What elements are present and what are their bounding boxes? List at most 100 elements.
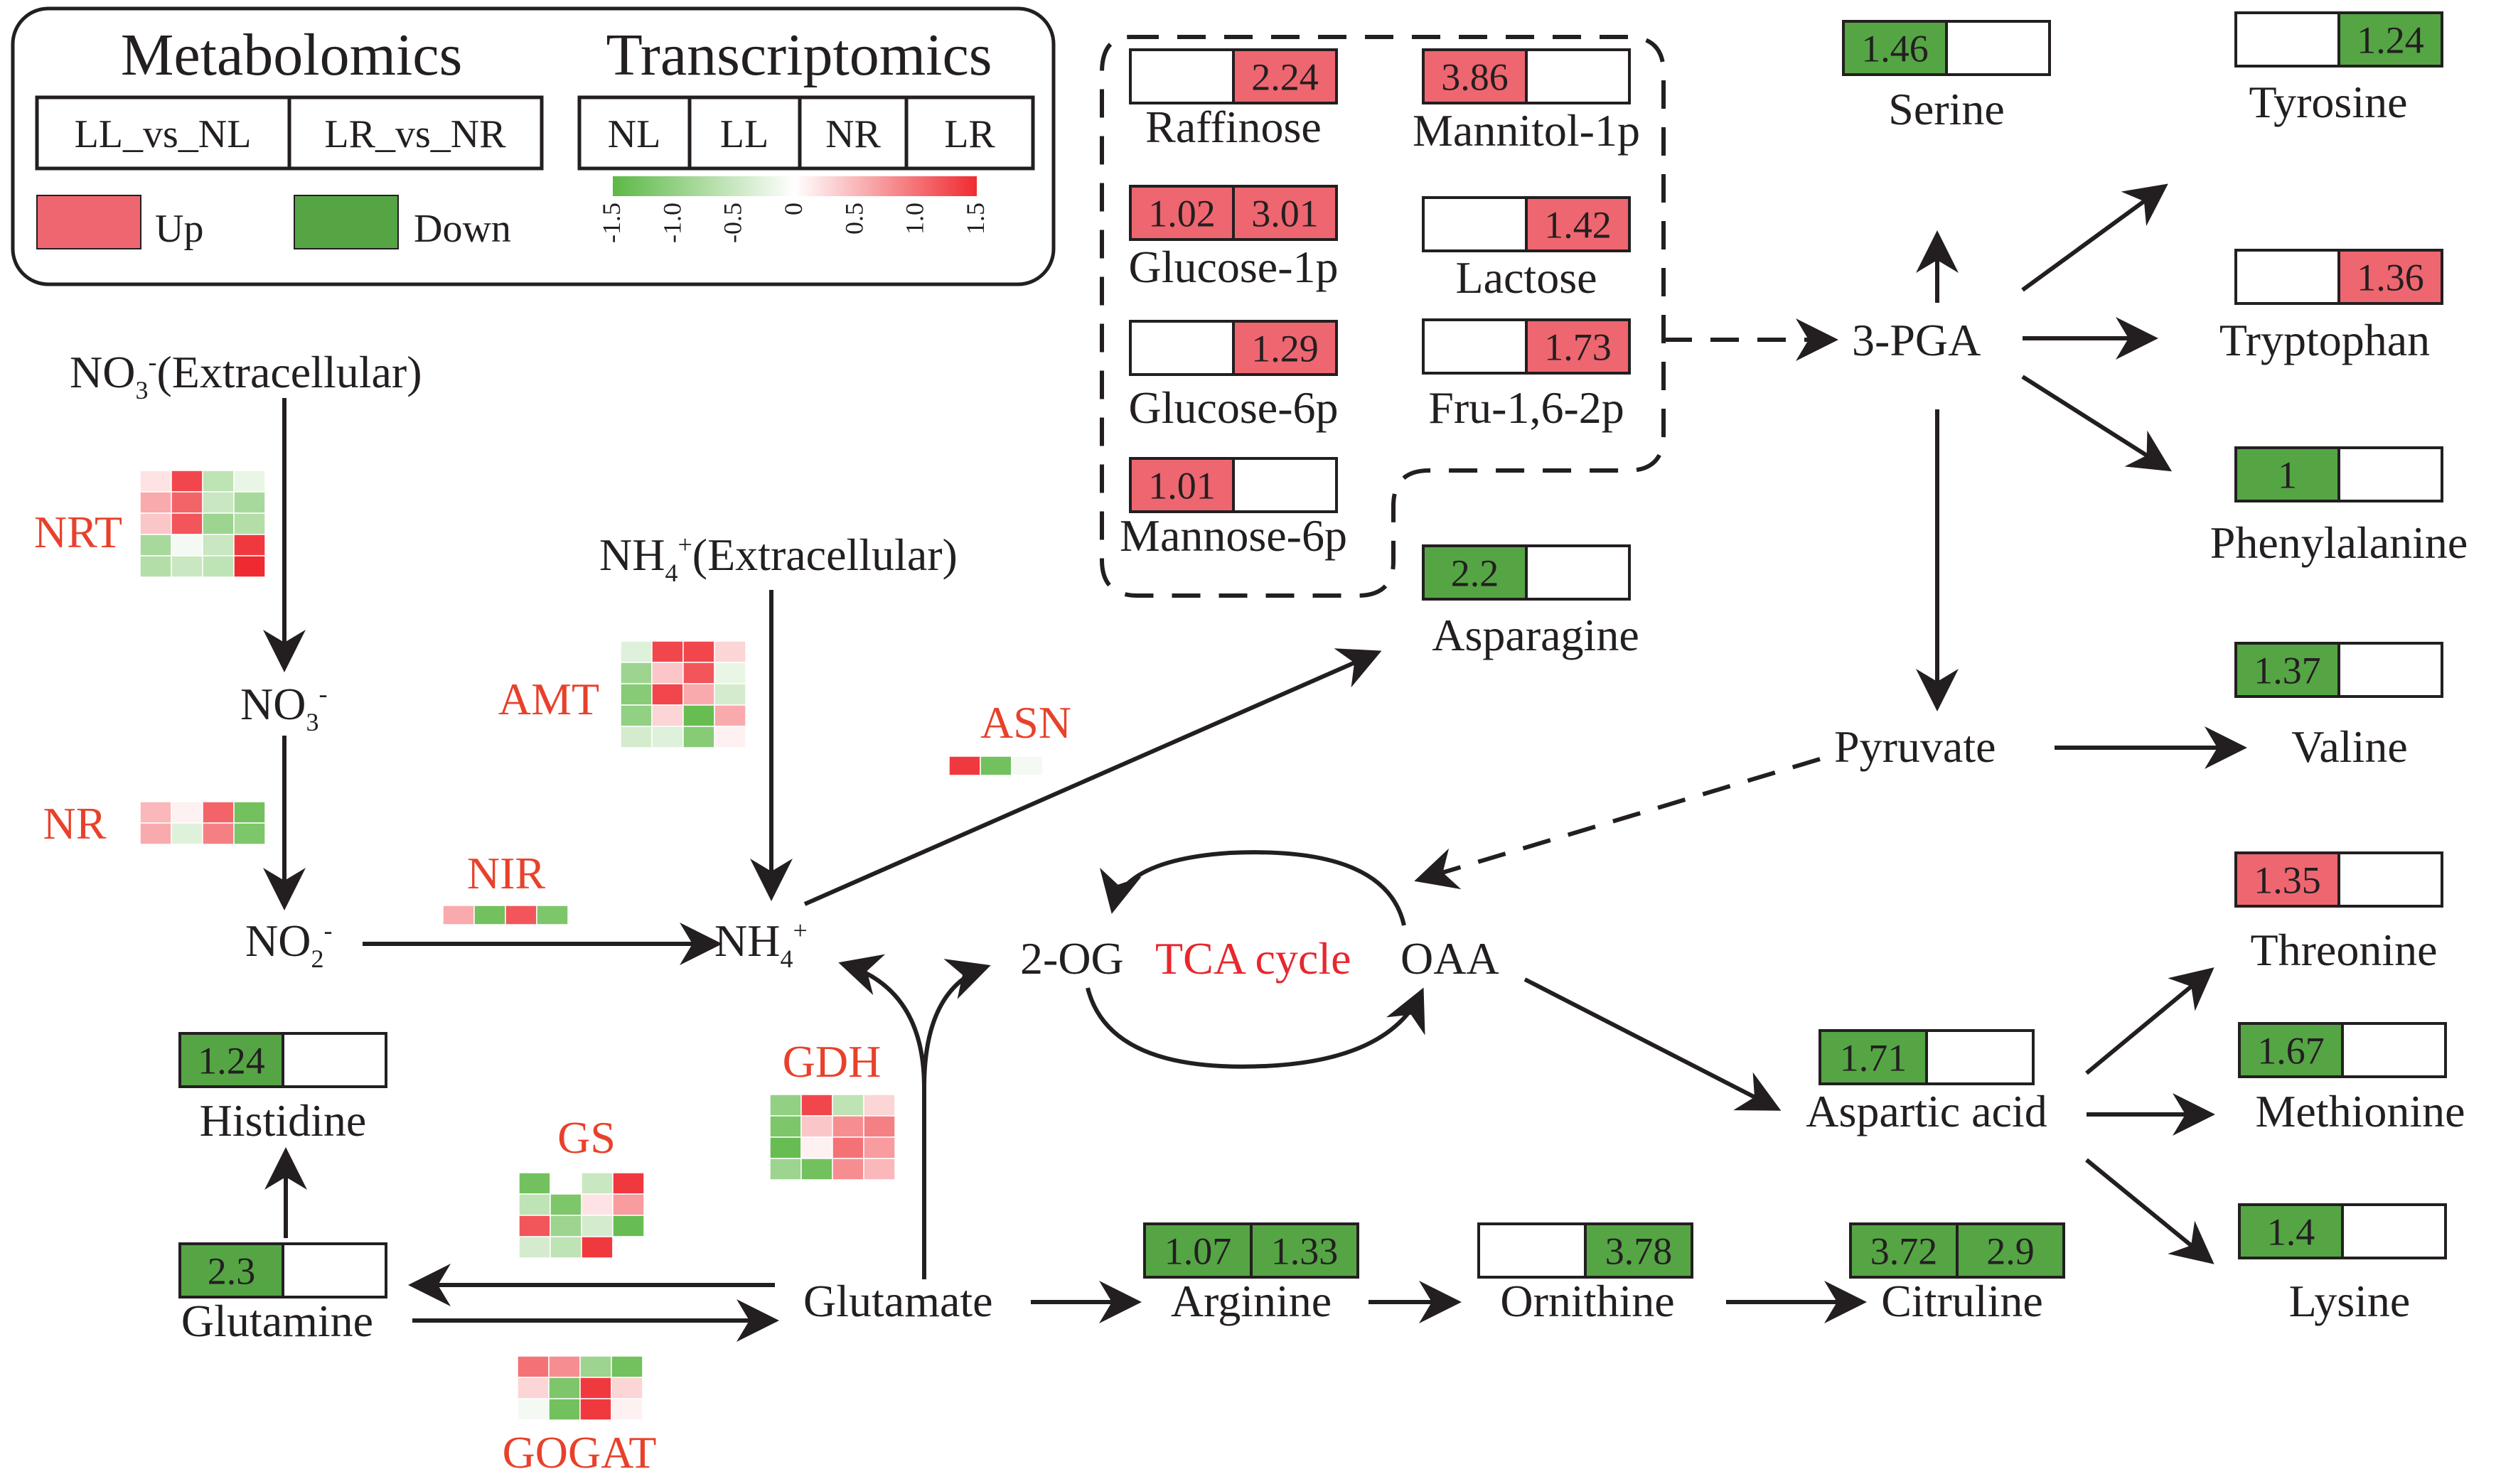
- heatmap-cell: [139, 534, 172, 556]
- heatmap-cell: [139, 801, 172, 824]
- metabolite-box-lr: [1232, 320, 1338, 376]
- metabolite-box-lr: [1250, 1222, 1359, 1279]
- metabolite-box-ll: [1129, 320, 1235, 376]
- metabolite-name: Ornithine: [1500, 1276, 1674, 1326]
- no3-extracellular-label: NO3-(Extracellular): [70, 347, 422, 404]
- fold-change-ll: 1.35: [2254, 859, 2321, 902]
- heatmap-cell: [682, 726, 715, 748]
- heatmap-cell: [612, 1236, 645, 1259]
- metabolite-box-ll: [2234, 11, 2340, 68]
- heatmap-cell: [620, 683, 653, 706]
- heatmap-cell: [171, 822, 203, 845]
- fold-change-lr: 1.42: [1544, 204, 1612, 247]
- heatmap-cell: [620, 640, 653, 663]
- fold-change-lr: 1.24: [2357, 19, 2424, 62]
- fold-change-lr: 3.01: [1251, 193, 1319, 235]
- fold-change-lr: 2.9: [1986, 1230, 2035, 1273]
- heatmap-cell: [651, 662, 684, 684]
- down-label: Down: [414, 207, 511, 251]
- heatmap-cell: [550, 1172, 582, 1195]
- dashed-paths: [1100, 35, 1838, 890]
- sugar-group-frame: [1100, 35, 1666, 598]
- heatmap-cell: [233, 512, 266, 535]
- sample-box: [577, 95, 1035, 171]
- enzyme-nir: NIR: [442, 848, 569, 925]
- heatmap-cell: [651, 683, 684, 706]
- heatmap-cell: [620, 662, 653, 684]
- comparison-lr-nr: LR_vs_NR: [324, 112, 506, 156]
- heatmap-cell: [581, 1172, 614, 1195]
- up-label: Up: [155, 207, 203, 251]
- metabolite-name: Tryptophan: [2219, 315, 2430, 365]
- heatmap-cell: [714, 726, 746, 748]
- metabolite-box-lr: [1232, 185, 1338, 241]
- metabolite-box-lr: [282, 1242, 387, 1298]
- enzyme-gdh-label: GDH: [783, 1036, 882, 1087]
- heatmap-cell: [612, 1193, 645, 1216]
- heatmap-cell: [769, 1115, 802, 1138]
- fold-change-ll: 3.72: [1870, 1230, 1938, 1273]
- metabolite-name: Raffinose: [1145, 102, 1322, 152]
- heatmap-cell: [550, 1215, 582, 1237]
- heatmap-cell: [517, 1355, 550, 1378]
- heatmap-cell: [682, 640, 715, 663]
- heatmap-cell: [620, 704, 653, 727]
- heatmap-cell: [620, 726, 653, 748]
- heatmap-cell: [171, 512, 203, 535]
- metabolite-box-lr: [1232, 48, 1338, 104]
- heatmap-cell: [171, 470, 203, 493]
- heatmap-cell: [505, 905, 537, 925]
- fold-change-ll: 3.86: [1441, 56, 1509, 99]
- metabolomics-title: Metabolomics: [121, 22, 463, 88]
- legend: Metabolomics Transcriptomics LL_vs_NL LR…: [11, 6, 1056, 286]
- fold-change-ll: 2.2: [1451, 552, 1499, 595]
- enzyme-nr-label: NR: [43, 798, 107, 849]
- heatmap-cell: [682, 683, 715, 706]
- metabolite-box-lr: [2341, 1203, 2447, 1259]
- scale-tick-label: -1.0: [658, 203, 686, 243]
- no2-label: NO2-: [245, 915, 332, 973]
- heatmap-cell: [980, 756, 1012, 776]
- heatmap-cell: [202, 555, 235, 578]
- pga-label: 3-PGA: [1852, 315, 1981, 365]
- metabolite-name: Threonine: [2251, 925, 2438, 975]
- metabolite-box-lr: [2337, 11, 2443, 68]
- metabolite-box-ll: [2238, 1203, 2344, 1259]
- metabolite-name: Glucose-6p: [1128, 382, 1338, 433]
- fold-change-lr: 1.33: [1271, 1230, 1339, 1273]
- heatmap-cell: [581, 1193, 614, 1216]
- heatmap-cell: [202, 491, 235, 514]
- nh4-label: NH4+: [714, 915, 808, 973]
- heatmap-cell: [548, 1355, 581, 1378]
- metabolite-name: Mannose-6p: [1120, 510, 1347, 561]
- enzyme-gogat: GOGAT: [503, 1355, 656, 1478]
- enzyme-asn-label: ASN: [980, 697, 1071, 748]
- metabolite-box-lr: [2337, 642, 2443, 698]
- heatmap-cell: [948, 756, 981, 776]
- metabolite-name: Glucose-1p: [1128, 242, 1338, 292]
- heatmap-cell: [800, 1094, 833, 1117]
- heatmap-cell: [233, 822, 266, 845]
- heatmap-cell: [612, 1172, 645, 1195]
- heatmap-cell: [863, 1094, 896, 1117]
- metabolite-name: Lysine: [2289, 1276, 2411, 1326]
- heatmap-cell: [1011, 756, 1044, 776]
- metabolite-box-ll: [1129, 48, 1235, 104]
- scale-tick-label: 0.5: [840, 203, 868, 235]
- heatmap-cell: [800, 1158, 833, 1181]
- heatmap-cell: [536, 905, 569, 925]
